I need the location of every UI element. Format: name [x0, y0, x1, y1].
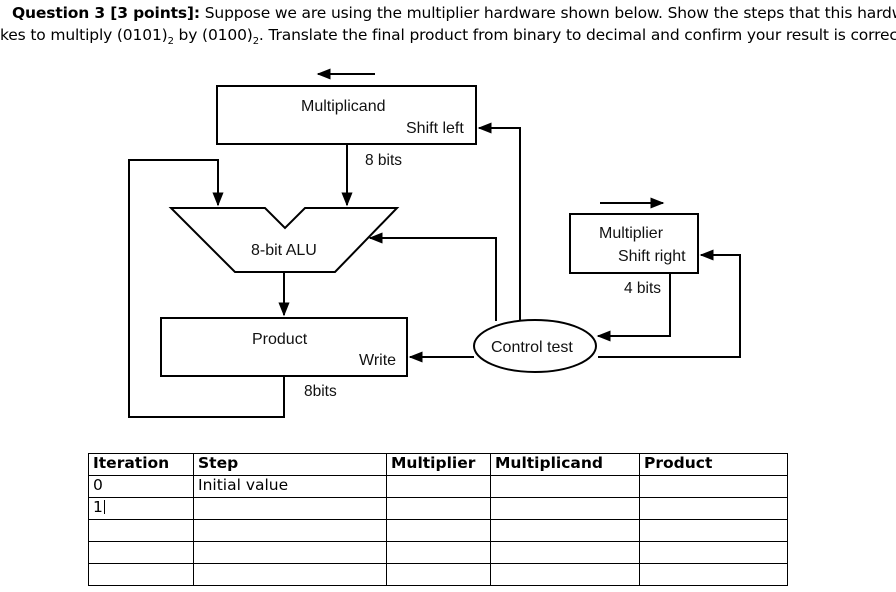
multiplier-label: Multiplier	[599, 225, 664, 242]
cell-step[interactable]	[193, 563, 387, 586]
table-row: 0 Initial value	[88, 475, 788, 498]
control-to-shift-right-wire	[598, 249, 741, 358]
cell-step[interactable]	[193, 497, 387, 520]
table-row	[88, 519, 788, 542]
subscript-2: 2	[252, 36, 259, 48]
cell-iteration[interactable]: 0	[88, 475, 194, 498]
cell-product[interactable]	[639, 475, 788, 498]
cell-iteration[interactable]	[88, 519, 194, 542]
cell-multiplicand[interactable]	[490, 541, 640, 564]
cell-multiplier[interactable]	[386, 541, 491, 564]
question-line-2: kes to multiply (0101)2 by (0100)2. Tran…	[0, 26, 896, 47]
cell-product[interactable]	[639, 563, 788, 586]
question-text-2c: . Translate the final product from binar…	[258, 26, 896, 44]
control-test-ellipse	[473, 319, 597, 373]
cell-product[interactable]	[639, 541, 788, 564]
shift-left-label: Shift left	[406, 120, 464, 137]
cell-product[interactable]	[639, 497, 788, 520]
table-row	[88, 541, 788, 564]
control-to-shift-left-wire	[477, 122, 521, 321]
multiplier-bits-label: 4 bits	[624, 280, 661, 297]
cell-iteration-value: 1	[93, 498, 103, 516]
question-text-1: Suppose we are using the multiplier hard…	[204, 4, 896, 22]
control-to-alu-wire	[368, 232, 497, 321]
question-text-2a: kes to multiply (0101)	[0, 26, 168, 44]
question-title: Question 3 [3 points]:	[12, 4, 200, 22]
cell-multiplicand[interactable]	[490, 497, 640, 520]
cell-multiplier[interactable]	[386, 475, 491, 498]
alu-label: 8-bit ALU	[251, 242, 317, 259]
cell-iteration[interactable]	[88, 563, 194, 586]
subscript-1: 2	[167, 36, 174, 48]
multiplier-box	[569, 213, 699, 274]
cell-step[interactable]: Initial value	[193, 475, 387, 498]
control-test-label: Control test	[491, 339, 573, 356]
product-label: Product	[252, 331, 308, 348]
cell-multiplier[interactable]	[386, 497, 491, 520]
multiplicand-bits-label: 8 bits	[365, 152, 402, 169]
write-label: Write	[359, 352, 396, 369]
multiplicand-label: Multiplicand	[301, 98, 385, 115]
steps-table: Iteration Step Multiplier Multiplicand P…	[88, 453, 788, 586]
cell-iteration[interactable]: 1	[88, 497, 194, 520]
header-iteration: Iteration	[88, 453, 194, 476]
cell-multiplicand[interactable]	[490, 563, 640, 586]
question-line-1: Question 3 [3 points]: Suppose we are us…	[12, 4, 896, 22]
question-text-2b: by (0100)	[173, 26, 253, 44]
multiplier-to-control-wire	[596, 273, 671, 342]
cell-product[interactable]	[639, 519, 788, 542]
header-multiplier: Multiplier	[386, 453, 491, 476]
cell-iteration[interactable]	[88, 541, 194, 564]
table-header-row: Iteration Step Multiplier Multiplicand P…	[88, 453, 788, 476]
shift-right-label: Shift right	[618, 248, 686, 265]
cell-step[interactable]	[193, 541, 387, 564]
header-product: Product	[639, 453, 788, 476]
cell-step[interactable]	[193, 519, 387, 542]
header-step: Step	[193, 453, 387, 476]
cell-multiplicand[interactable]	[490, 519, 640, 542]
cell-multiplicand[interactable]	[490, 475, 640, 498]
text-cursor	[103, 500, 105, 514]
product-feedback-wire	[128, 159, 285, 418]
table-row	[88, 563, 788, 586]
header-multiplicand: Multiplicand	[490, 453, 640, 476]
cell-multiplier[interactable]	[386, 563, 491, 586]
alu-shape	[168, 207, 400, 273]
product-bits-label: 8bits	[304, 383, 337, 400]
cell-multiplier[interactable]	[386, 519, 491, 542]
table-row: 1	[88, 497, 788, 520]
